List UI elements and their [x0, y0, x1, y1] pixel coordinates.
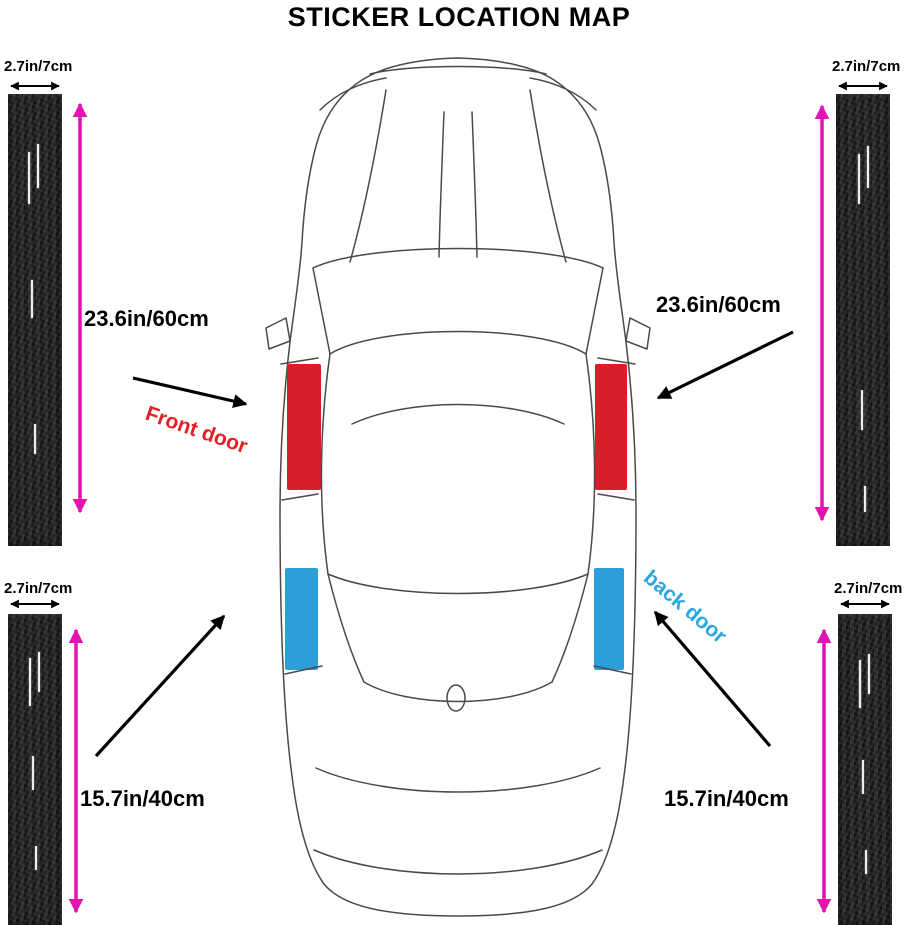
strip-reflective-dash	[37, 144, 39, 188]
strip-reflective-dash	[28, 152, 30, 204]
strip-reflective-dash	[862, 760, 864, 794]
pointer-arrow-back-door-left	[94, 614, 226, 758]
strip-length-label-top-left: 23.6in/60cm	[84, 306, 209, 331]
car-top-view-diagram	[265, 57, 651, 917]
car-detail-lines	[265, 65, 651, 875]
page-title: STICKER LOCATION MAP	[287, 2, 631, 32]
front-door-sticker-right	[595, 364, 627, 490]
strip-width-label-bottom-right: 2.7in/7cm	[834, 580, 903, 597]
strip-reflective-dash	[868, 654, 870, 694]
strip-reflective-dash	[859, 660, 861, 708]
back-door-sticker-left	[285, 568, 318, 670]
strip-width-label-top-left: 2.7in/7cm	[4, 58, 73, 75]
right-mirror	[625, 317, 651, 350]
strip-length-label-top-right: 23.6in/60cm	[656, 292, 781, 317]
strip-reflective-dash	[865, 850, 867, 874]
strip-reflective-dash	[29, 658, 31, 706]
strip-reflective-dash	[38, 652, 40, 692]
strip-reflective-dash	[31, 280, 33, 318]
carbon-strip-top-left	[8, 94, 62, 546]
strip-length-label-bottom-left: 15.7in/40cm	[80, 786, 205, 811]
left-mirror	[265, 317, 291, 350]
pointer-arrow-front-door-right	[656, 330, 794, 400]
car-body-outline	[279, 57, 637, 917]
strip-reflective-dash	[34, 424, 36, 454]
strip-reflective-dash	[35, 846, 37, 870]
carbon-strip-bottom-right	[838, 614, 892, 925]
front-door-label: Front door	[142, 402, 251, 459]
pointer-arrow-front-door-left	[132, 376, 248, 409]
strip-reflective-dash	[858, 154, 860, 204]
strip-reflective-dash	[864, 486, 866, 512]
strip-reflective-dash	[867, 146, 869, 188]
carbon-strip-top-right	[836, 94, 890, 546]
strip-length-label-bottom-right: 15.7in/40cm	[664, 786, 789, 811]
front-door-sticker-left	[287, 364, 321, 490]
carbon-strip-bottom-left	[8, 614, 62, 925]
strip-reflective-dash	[861, 390, 863, 430]
back-door-sticker-right	[594, 568, 624, 670]
strip-reflective-dash	[32, 756, 34, 790]
strip-width-label-top-right: 2.7in/7cm	[832, 58, 901, 75]
strip-width-label-bottom-left: 2.7in/7cm	[4, 580, 73, 597]
